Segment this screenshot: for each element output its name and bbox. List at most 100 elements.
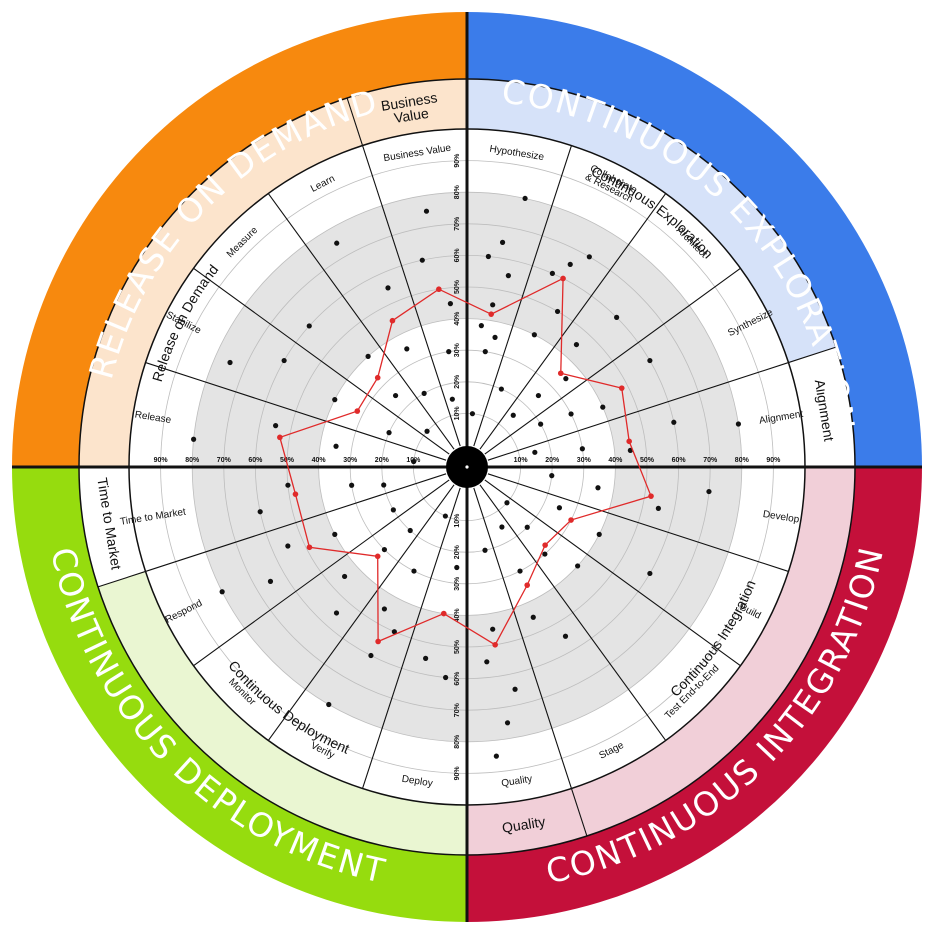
- response-dot: [595, 485, 601, 491]
- response-dot: [614, 314, 620, 320]
- ring-sector-quality: [467, 788, 587, 855]
- average-point: [440, 610, 447, 617]
- response-dot: [423, 655, 429, 661]
- response-dot: [484, 659, 490, 665]
- pct-label-top: 80%: [454, 184, 461, 199]
- response-dot: [407, 527, 413, 534]
- pct-label-left: 90%: [154, 457, 169, 464]
- response-dot: [386, 430, 392, 436]
- pct-label-right: 20%: [545, 457, 560, 464]
- response-dot: [517, 568, 523, 574]
- response-dot: [424, 428, 430, 434]
- response-dot: [482, 547, 488, 553]
- pct-label-right: 60%: [672, 457, 687, 464]
- average-point: [374, 374, 381, 381]
- response-dot: [549, 473, 555, 479]
- spoke-divider: [193, 267, 450, 455]
- average-point: [542, 542, 548, 548]
- response-dot: [549, 270, 555, 276]
- response-dot: [368, 652, 374, 659]
- spoke-label: Quality: [501, 774, 533, 790]
- ring-sector-release: [79, 97, 363, 467]
- response-dot: [285, 482, 291, 488]
- pct-label-left: 70%: [217, 457, 232, 464]
- pct-label-bottom: 60%: [454, 671, 461, 686]
- response-dot: [385, 285, 391, 291]
- response-dot: [556, 505, 563, 511]
- response-dot: [596, 531, 602, 537]
- response-dot: [381, 482, 387, 488]
- average-point: [306, 544, 313, 551]
- ring-sector-business-value: [347, 79, 467, 146]
- response-dot: [411, 568, 417, 574]
- pct-label-bottom: 70%: [454, 702, 461, 717]
- spoke-divider: [479, 193, 667, 450]
- response-dot: [285, 543, 291, 549]
- response-dot: [563, 376, 569, 382]
- response-dot: [334, 240, 340, 246]
- response-dot: [524, 524, 530, 530]
- spoke-divider: [479, 484, 667, 741]
- pct-label-top: 10%: [454, 406, 461, 421]
- response-dot: [492, 334, 498, 340]
- ring-sector-time-to-market: [79, 467, 146, 587]
- spoke-divider: [145, 362, 447, 461]
- response-dot: [390, 507, 396, 513]
- response-dot: [554, 308, 561, 315]
- response-dot: [306, 323, 312, 329]
- average-point: [560, 275, 566, 282]
- response-dot: [647, 570, 653, 577]
- response-dot: [333, 443, 339, 449]
- spoke-divider: [473, 145, 572, 447]
- response-dot: [499, 524, 505, 530]
- response-dot: [392, 392, 399, 399]
- response-dot: [531, 332, 537, 338]
- response-dot: [257, 509, 263, 515]
- response-dot: [671, 419, 677, 425]
- average-point: [389, 317, 396, 324]
- response-dot: [490, 626, 496, 632]
- ring-divider: [788, 346, 837, 364]
- response-dot: [562, 633, 569, 639]
- average-point: [277, 434, 283, 441]
- pct-label-bottom: 20%: [454, 544, 461, 559]
- pct-label-top: 90%: [454, 153, 461, 168]
- response-dot: [326, 701, 332, 708]
- response-dot: [655, 505, 661, 511]
- response-dot: [273, 423, 279, 429]
- spoke-divider: [362, 145, 461, 447]
- response-dot: [542, 551, 548, 557]
- pct-label-right: 10%: [514, 457, 529, 464]
- response-dot: [419, 257, 425, 263]
- spoke-divider: [193, 479, 450, 667]
- average-point: [292, 491, 299, 497]
- ring-sector-integration: [571, 467, 855, 837]
- response-dot: [485, 253, 491, 260]
- average-point: [436, 286, 442, 293]
- response-dot: [411, 458, 417, 465]
- pct-label-right: 30%: [577, 457, 592, 464]
- response-dot: [567, 261, 573, 267]
- pct-label-top: 60%: [454, 248, 461, 263]
- response-dot: [504, 720, 511, 726]
- response-dot: [535, 392, 542, 399]
- pct-label-bottom: 50%: [454, 639, 461, 654]
- response-dot: [454, 564, 460, 571]
- response-dot: [538, 421, 544, 427]
- response-dot: [281, 357, 287, 364]
- average-point: [354, 408, 361, 414]
- response-dot: [505, 273, 511, 279]
- spoke-divider: [484, 267, 741, 455]
- average-point: [492, 641, 498, 648]
- pct-label-bottom: 80%: [454, 734, 461, 749]
- average-point: [524, 582, 530, 588]
- pct-label-top: 50%: [454, 279, 461, 294]
- pct-label-top: 70%: [454, 216, 461, 231]
- pct-label-bottom: 30%: [454, 576, 461, 591]
- response-dot: [446, 349, 452, 355]
- pct-label-bottom: 40%: [454, 608, 461, 623]
- ring-sector-exploration: [467, 79, 837, 363]
- ring-divider: [346, 97, 364, 146]
- response-dot: [600, 404, 606, 410]
- response-dot: [568, 411, 574, 417]
